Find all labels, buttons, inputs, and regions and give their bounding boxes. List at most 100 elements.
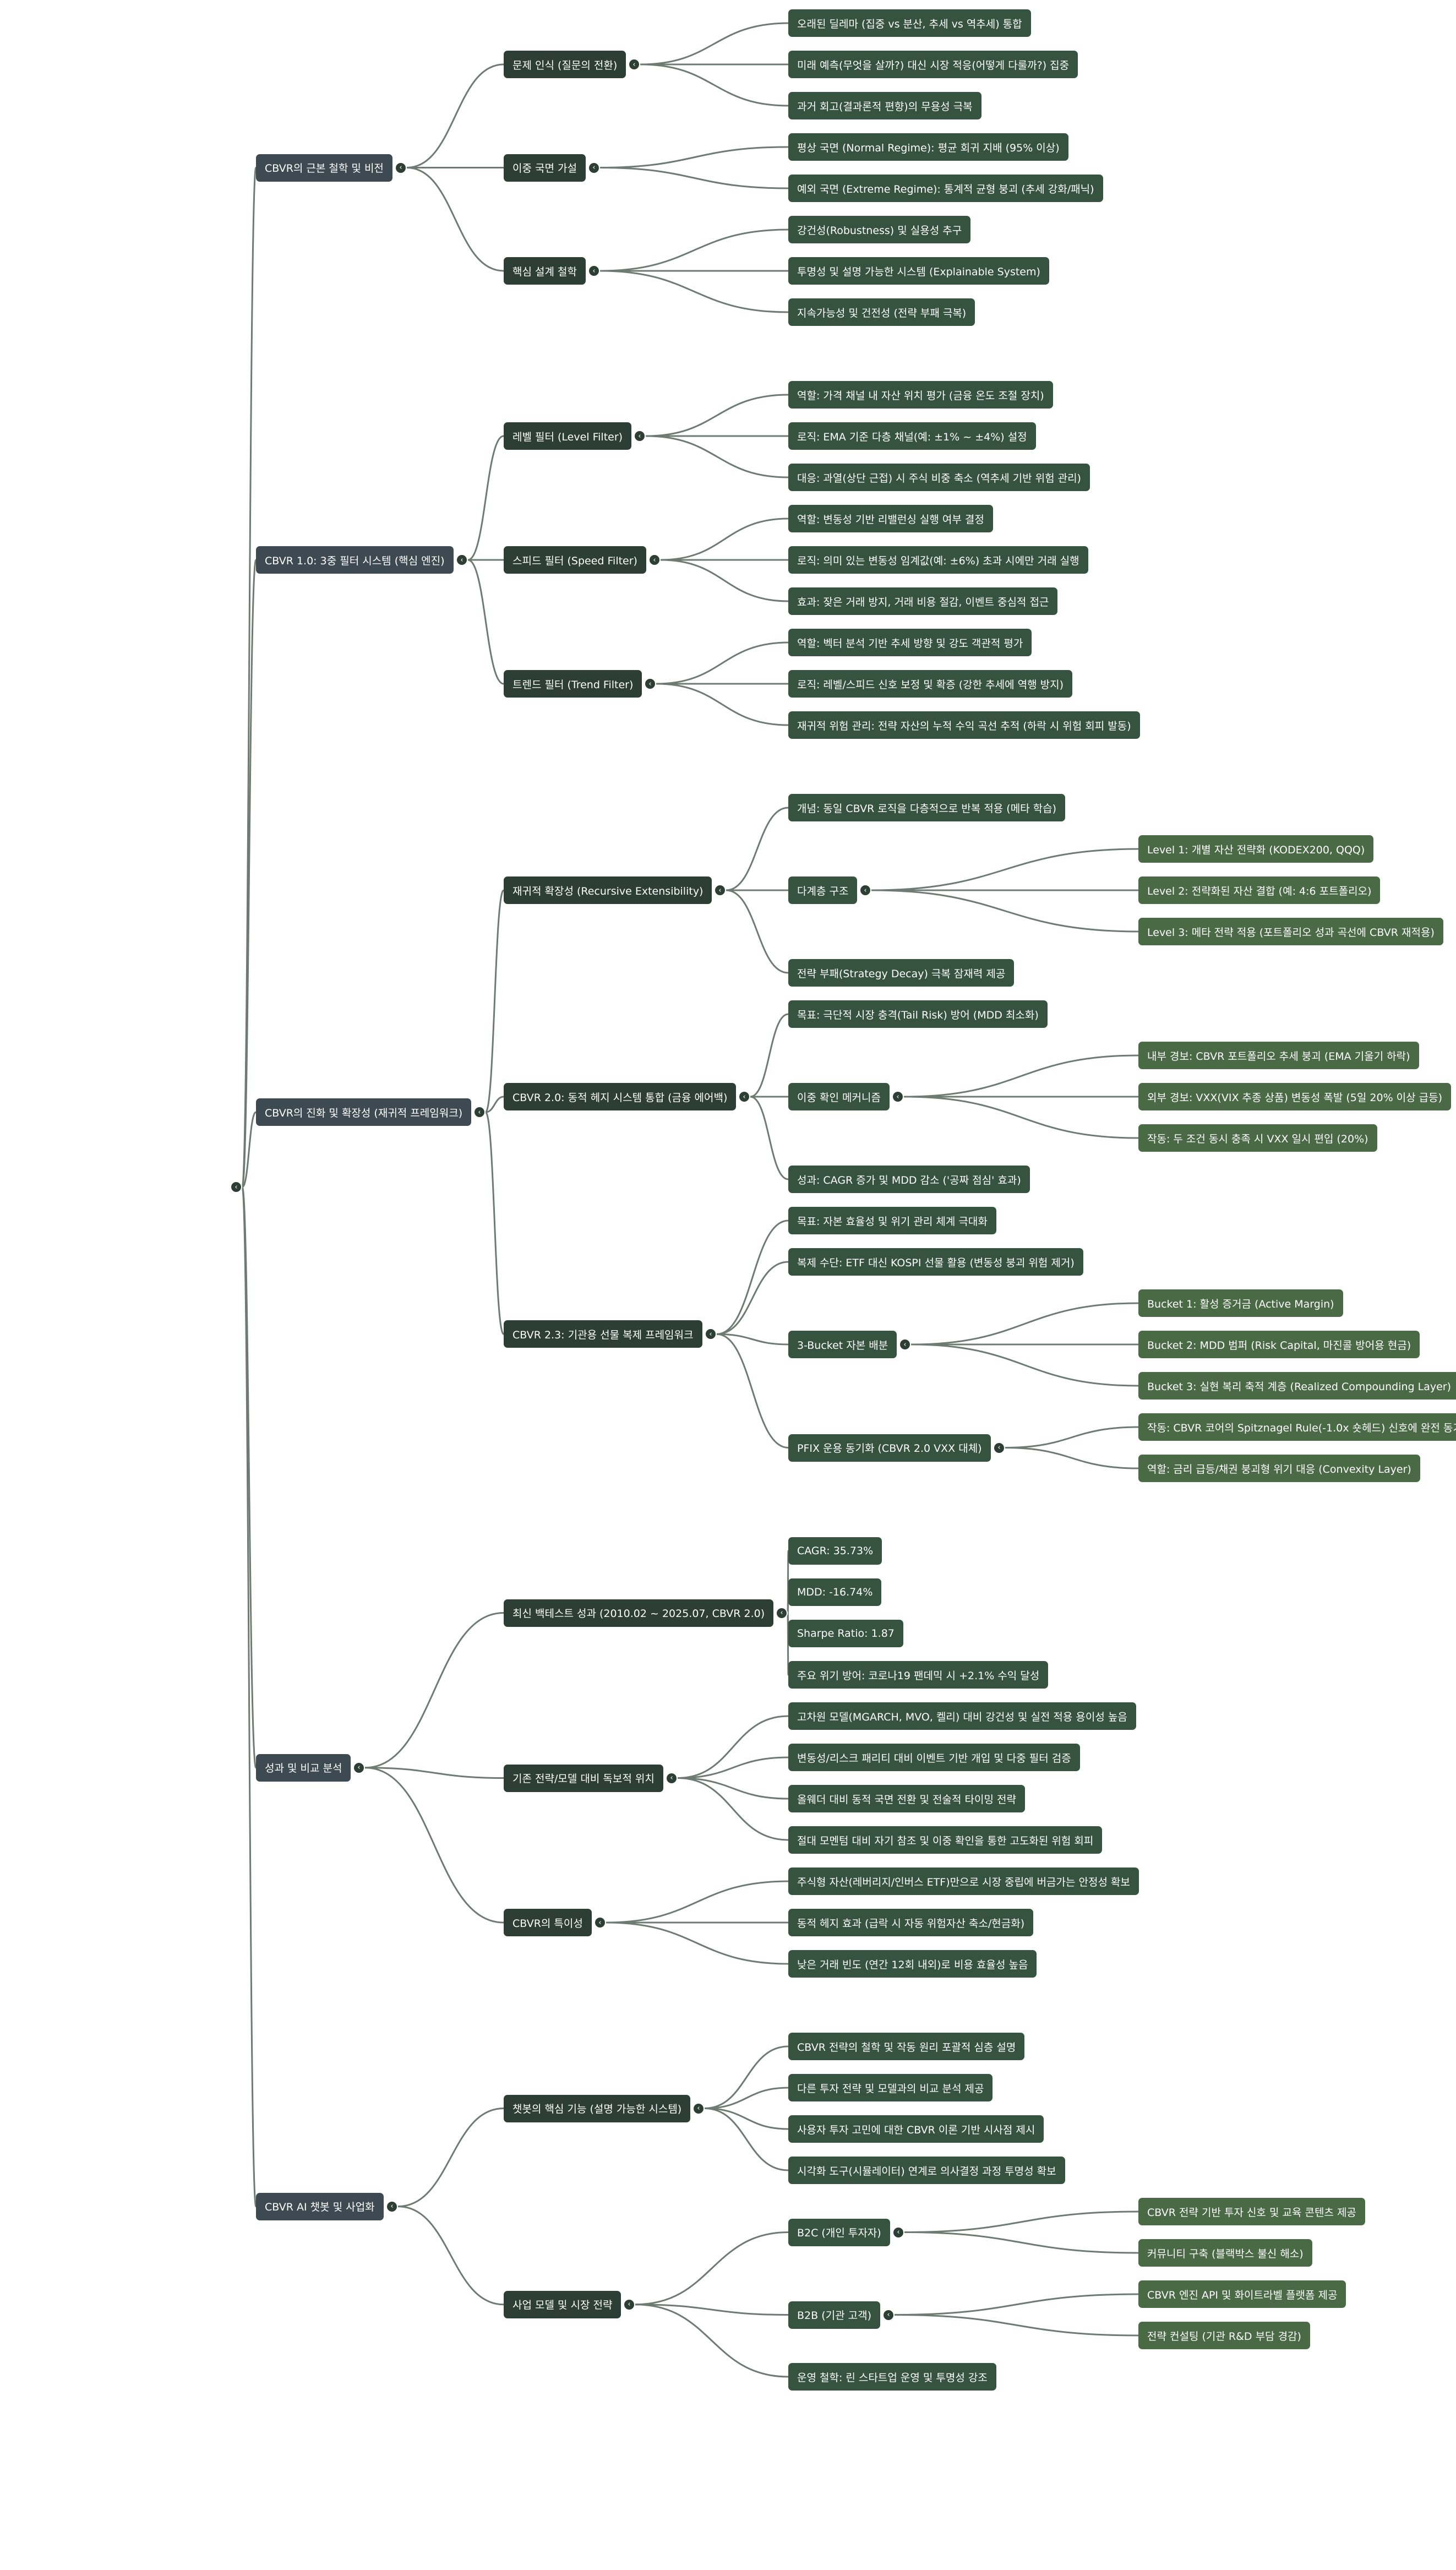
mindmap-node[interactable]: 오래된 딜레마 (집중 vs 분산, 추세 vs 역추세) 통합 [788,9,1031,37]
mindmap-node[interactable]: 스피드 필터 (Speed Filter) [504,546,646,574]
mindmap-node[interactable]: CBVR 전략의 철학 및 작동 원리 포괄적 심층 설명 [788,2033,1025,2060]
mindmap-node[interactable]: 개념: 동일 CBVR 로직을 다층적으로 반복 적용 (메타 학습) [788,794,1066,821]
mindmap-node[interactable]: 재귀적 위험 관리: 전략 자산의 누적 수익 곡선 추적 (하락 시 위험 회… [788,711,1140,739]
mindmap-node[interactable]: 역할: 가격 채널 내 자산 위치 평가 (금융 온도 조절 장치) [788,381,1053,409]
mindmap-node[interactable]: CBVR 2.3: 기관용 선물 복제 프레임워크 [504,1320,702,1348]
mindmap-node[interactable]: B2B (기관 고객) [788,2301,880,2329]
mindmap-node[interactable]: 주식형 자산(레버리지/인버스 ETF)만으로 시장 중립에 버금가는 안정성 … [788,1867,1139,1895]
mindmap-node[interactable]: Level 2: 전략화된 자산 결합 (예: 4:6 포트폴리오) [1138,876,1381,904]
mindmap-node[interactable]: 핵심 설계 철학 [504,257,586,285]
mindmap-node[interactable]: CBVR 엔진 API 및 화이트라벨 플랫폼 제공 [1138,2280,1346,2308]
mindmap-node[interactable]: 기존 전략/모델 대비 독보적 위치 [504,1764,663,1792]
collapse-toggle-icon[interactable]: ‹ [395,161,407,174]
mindmap-node[interactable]: MDD: -16.74% [788,1578,882,1606]
mindmap-node[interactable]: 로직: 레벨/스피드 신호 보정 및 확증 (강한 추세에 역행 방지) [788,670,1073,698]
mindmap-node[interactable]: CBVR 1.0: 3중 필터 시스템 (핵심 엔진) [256,546,454,574]
mindmap-node[interactable]: 작동: 두 조건 동시 충족 시 VXX 일시 편입 (20%) [1138,1124,1377,1152]
mindmap-node[interactable]: 복제 수단: ETF 대신 KOSPI 선물 활용 (변동성 붕괴 위험 제거) [788,1248,1083,1276]
collapse-toggle-icon[interactable]: ‹ [644,678,656,690]
mindmap-node[interactable]: 챗봇의 핵심 기능 (설명 가능한 시스템) [504,2094,691,2122]
mindmap-node[interactable]: CBVR의 진화 및 확장성 (재귀적 프레임워크) [256,1098,472,1126]
mindmap-node[interactable]: Level 1: 개별 자산 전략화 (KODEX200, QQQ) [1138,835,1374,863]
collapse-toggle-icon[interactable]: ‹ [776,1607,788,1619]
mindmap-node[interactable]: Sharpe Ratio: 1.87 [788,1620,903,1647]
mindmap-node[interactable]: 작동: CBVR 코어의 Spitznagel Rule(-1.0x 숏헤드) … [1138,1413,1456,1441]
mindmap-node[interactable]: 성과: CAGR 증가 및 MDD 감소 ('공짜 점심' 효과) [788,1166,1030,1193]
mindmap-node[interactable]: 다계층 구조 [788,876,858,904]
mindmap-node[interactable]: 사업 모델 및 시장 전략 [504,2290,621,2318]
collapse-toggle-icon[interactable]: ‹ [692,2102,705,2115]
mindmap-node[interactable]: Bucket 2: MDD 범퍼 (Risk Capital, 마진콜 방어용 … [1138,1331,1420,1358]
mindmap-node[interactable]: 이중 확인 메커니즘 [788,1083,890,1110]
mindmap-node[interactable]: 외부 경보: VXX(VIX 추종 상품) 변동성 폭발 (5일 20% 이상 … [1138,1083,1452,1110]
mindmap-node[interactable]: 역할: 금리 급등/채권 붕괴형 위기 대응 (Convexity Layer) [1138,1455,1420,1482]
mindmap-node[interactable]: 레벨 필터 (Level Filter) [504,422,632,450]
mindmap-node[interactable]: CBVR의 특이성 [504,1909,592,1936]
collapse-toggle-icon[interactable]: ‹ [588,265,600,277]
mindmap-node[interactable]: 커뮤니티 구축 (블랙박스 불신 해소) [1138,2239,1312,2267]
mindmap-node[interactable]: 절대 모멘텀 대비 자기 참조 및 이중 확인을 통한 고도화된 위험 회피 [788,1826,1103,1854]
mindmap-node[interactable]: 강건성(Robustness) 및 실용성 추구 [788,216,971,243]
mindmap-node[interactable]: 대응: 과열(상단 근접) 시 주식 비중 축소 (역추세 기반 위험 관리) [788,464,1090,491]
mindmap-node[interactable]: 주요 위기 방어: 코로나19 팬데믹 시 +2.1% 수익 달성 [788,1661,1049,1689]
mindmap-node[interactable]: 로직: 의미 있는 변동성 임계값(예: ±6%) 초과 시에만 거래 실행 [788,546,1088,574]
mindmap-node[interactable]: 역할: 변동성 기반 리밸런싱 실행 여부 결정 [788,505,993,532]
mindmap-node[interactable]: 시각화 도구(시뮬레이터) 연계로 의사결정 과정 투명성 확보 [788,2157,1065,2184]
collapse-toggle-icon[interactable]: ‹ [882,2308,895,2321]
mindmap-node[interactable]: 로직: EMA 기준 다층 채널(예: ±1% ~ ±4%) 설정 [788,422,1036,450]
mindmap-root-node[interactable]: CBVR 전략: 재귀적 동적 자산배분 프레임워크 [17,1181,220,1194]
mindmap-node[interactable]: 전략 부패(Strategy Decay) 극복 잠재력 제공 [788,959,1015,987]
mindmap-node[interactable]: 문제 인식 (질문의 전환) [504,51,626,78]
mindmap-node[interactable]: B2C (개인 투자자) [788,2218,890,2246]
collapse-toggle-icon[interactable]: ‹ [230,1181,242,1194]
mindmap-node[interactable]: CBVR AI 챗봇 및 사업화 [256,2192,384,2220]
mindmap-node[interactable]: 운영 철학: 린 스타트업 운영 및 투명성 강조 [788,2363,996,2391]
mindmap-node[interactable]: 성과 및 비교 분석 [256,1754,351,1782]
mindmap-node[interactable]: 전략 컨설팅 (기관 R&D 부담 경감) [1138,2322,1310,2349]
collapse-toggle-icon[interactable]: ‹ [473,1106,486,1119]
mindmap-node[interactable]: 예외 국면 (Extreme Regime): 통계적 균형 붕괴 (추세 강화… [788,175,1103,202]
mindmap-node[interactable]: 사용자 투자 고민에 대한 CBVR 이론 기반 시사점 제시 [788,2115,1044,2143]
mindmap-node[interactable]: 목표: 자본 효율성 및 위기 관리 체계 극대화 [788,1207,996,1234]
mindmap-node[interactable]: CAGR: 35.73% [788,1537,882,1565]
collapse-toggle-icon[interactable]: ‹ [899,1338,911,1351]
mindmap-node[interactable]: 올웨더 대비 동적 국면 전환 및 전술적 타이밍 전략 [788,1785,1025,1812]
mindmap-node[interactable]: 다른 투자 전략 및 모델과의 비교 분석 제공 [788,2074,993,2101]
mindmap-node[interactable]: Bucket 1: 활성 증거금 (Active Margin) [1138,1289,1343,1317]
collapse-toggle-icon[interactable]: ‹ [666,1772,678,1784]
collapse-toggle-icon[interactable]: ‹ [705,1328,717,1341]
mindmap-node[interactable]: 투명성 및 설명 가능한 시스템 (Explainable System) [788,257,1049,285]
mindmap-node[interactable]: 트렌드 필터 (Trend Filter) [504,670,642,698]
collapse-toggle-icon[interactable]: ‹ [353,1761,365,1774]
mindmap-node[interactable]: 변동성/리스크 패리티 대비 이벤트 기반 개입 및 다중 필터 검증 [788,1744,1080,1771]
collapse-toggle-icon[interactable]: ‹ [634,430,646,442]
collapse-toggle-icon[interactable]: ‹ [623,2298,635,2311]
collapse-toggle-icon[interactable]: ‹ [386,2200,398,2213]
mindmap-node[interactable]: 동적 헤지 효과 (급락 시 자동 위험자산 축소/현금화) [788,1909,1034,1936]
mindmap-node[interactable]: 재귀적 확장성 (Recursive Extensibility) [504,876,712,904]
mindmap-node[interactable]: 과거 회고(결과론적 편향)의 무용성 극복 [788,92,981,119]
mindmap-node[interactable]: PFIX 운용 동기화 (CBVR 2.0 VXX 대체) [788,1434,991,1462]
mindmap-node[interactable]: CBVR 전략 기반 투자 신호 및 교육 콘텐츠 제공 [1138,2198,1365,2225]
collapse-toggle-icon[interactable]: ‹ [594,1916,606,1929]
mindmap-node[interactable]: 미래 예측(무엇을 살까?) 대신 시장 적응(어떻게 다룰까?) 집중 [788,51,1078,78]
mindmap-node[interactable]: 지속가능성 및 건전성 (전략 부패 극복) [788,298,975,326]
mindmap-node[interactable]: 낮은 거래 빈도 (연간 12회 내외)로 비용 효율성 높음 [788,1950,1037,1978]
mindmap-node[interactable]: 목표: 극단적 시장 충격(Tail Risk) 방어 (MDD 최소화) [788,1000,1048,1028]
collapse-toggle-icon[interactable]: ‹ [456,554,468,566]
collapse-toggle-icon[interactable]: ‹ [859,884,871,896]
mindmap-node[interactable]: 역할: 벡터 분석 기반 추세 방향 및 강도 객관적 평가 [788,629,1032,656]
mindmap-node[interactable]: Bucket 3: 실현 복리 축적 계층 (Realized Compound… [1138,1372,1456,1400]
mindmap-node[interactable]: 고차원 모델(MGARCH, MVO, 켈리) 대비 강건성 및 실전 적용 용… [788,1702,1136,1730]
mindmap-node[interactable]: 최신 백테스트 성과 (2010.02 ~ 2025.07, CBVR 2.0) [504,1599,774,1627]
collapse-toggle-icon[interactable]: ‹ [628,58,640,70]
collapse-toggle-icon[interactable]: ‹ [993,1441,1005,1454]
collapse-toggle-icon[interactable]: ‹ [892,2226,904,2239]
collapse-toggle-icon[interactable]: ‹ [714,884,726,896]
collapse-toggle-icon[interactable]: ‹ [648,554,661,566]
mindmap-node[interactable]: 이중 국면 가설 [504,154,586,182]
mindmap-node[interactable]: 3-Bucket 자본 배분 [788,1331,897,1358]
collapse-toggle-icon[interactable]: ‹ [738,1091,750,1103]
collapse-toggle-icon[interactable]: ‹ [892,1091,904,1103]
collapse-toggle-icon[interactable]: ‹ [588,161,600,174]
